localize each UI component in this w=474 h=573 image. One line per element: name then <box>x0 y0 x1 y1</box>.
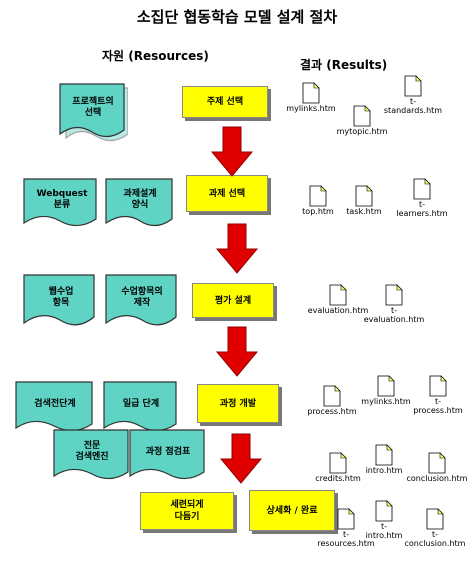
file-t-intro: t- intro.htm <box>358 500 410 540</box>
file-name: t- intro.htm <box>365 522 403 540</box>
document-shape-icon <box>105 178 173 227</box>
resource-project-selection: 프로젝트의 선택 <box>58 82 129 144</box>
file-mylinks-2: mylinks.htm <box>358 375 414 406</box>
file-name: t- conclusion.htm <box>404 530 466 548</box>
document-shape-icon <box>15 381 93 432</box>
down-arrow-icon <box>215 326 259 377</box>
file-process: process.htm <box>302 385 362 416</box>
file-evaluation: evaluation.htm <box>302 284 374 315</box>
results-header: 결과 (Results) <box>300 58 388 72</box>
document-shape-icon <box>129 429 205 480</box>
file-top: top.htm <box>295 185 341 216</box>
file-icon <box>302 82 320 104</box>
resource-label: 수업항목의 제작 <box>121 287 163 308</box>
resource-first-stage: 일급 단계 <box>102 380 180 438</box>
resource-web-lesson-items: 웹수업 항목 <box>22 273 100 333</box>
resource-label: 과제설계 양식 <box>123 189 157 210</box>
file-name: evaluation.htm <box>307 306 369 315</box>
file-name: t- resources.htm <box>317 530 375 548</box>
resource-label: 과정 점검표 <box>145 446 191 457</box>
step-process-development: 과정 개발 <box>197 384 279 423</box>
file-icon <box>329 284 347 306</box>
file-name: mylinks.htm <box>286 104 336 113</box>
resource-label: 일급 단계 <box>122 398 160 409</box>
file-name: intro.htm <box>365 466 403 475</box>
file-name: t- process.htm <box>413 397 463 415</box>
file-icon <box>375 500 393 522</box>
document-shape-icon <box>23 178 97 227</box>
document-shape-icon <box>59 83 129 142</box>
step-evaluation-design: 평가 설계 <box>192 283 274 318</box>
resource-lesson-item-production: 수업항목의 제작 <box>104 273 180 333</box>
file-t-evaluation: t- evaluation.htm <box>358 284 430 324</box>
resources-header: 자원 (Resources) <box>102 49 209 63</box>
file-name: mylinks.htm <box>361 397 411 406</box>
resource-label: 검색전단계 <box>34 398 76 409</box>
file-icon <box>377 375 395 397</box>
step-topic-select: 주제 선택 <box>182 86 268 118</box>
file-icon <box>309 185 327 207</box>
file-t-standards: t- standards.htm <box>380 75 446 115</box>
file-name: t- evaluation.htm <box>363 306 425 324</box>
diagram-title: 소집단 협동학습 모델 설계 절차 <box>136 8 338 26</box>
file-name: t- standards.htm <box>383 97 443 115</box>
file-icon <box>404 75 422 97</box>
document-shape-icon <box>53 429 129 480</box>
file-name: conclusion.htm <box>406 474 468 483</box>
down-arrow-icon <box>215 223 259 274</box>
file-name: top.htm <box>302 207 334 216</box>
document-shape-icon <box>105 274 177 326</box>
step-refine: 세련되게 다듬기 <box>140 492 234 530</box>
file-intro: intro.htm <box>360 444 408 475</box>
resource-task-design-form: 과제설계 양식 <box>104 177 176 233</box>
file-mylinks: mylinks.htm <box>283 82 339 113</box>
document-shape-icon <box>23 274 95 326</box>
file-name: process.htm <box>307 407 357 416</box>
resource-label: 웹수업 항목 <box>48 287 74 308</box>
file-icon <box>337 508 355 530</box>
file-icon <box>428 452 446 474</box>
resource-process-checklist: 과정 점검표 <box>128 428 208 486</box>
file-name: t- learners.htm <box>396 200 448 218</box>
document-shape-icon <box>103 381 177 432</box>
resource-specialized-search-engine: 전문 검색엔진 <box>52 428 132 486</box>
resource-webquest-category: Webquest 분류 <box>22 177 102 233</box>
file-name: credits.htm <box>315 474 361 483</box>
file-task: task.htm <box>340 185 388 216</box>
file-name: task.htm <box>346 207 382 216</box>
file-mytopic: mytopic.htm <box>332 105 392 136</box>
down-arrow-icon <box>219 433 263 484</box>
resource-label: 프로젝트의 선택 <box>72 97 114 118</box>
file-icon <box>385 284 403 306</box>
file-icon <box>323 385 341 407</box>
resource-label: Webquest 분류 <box>36 189 88 210</box>
file-icon <box>426 508 444 530</box>
down-arrow-icon <box>210 126 254 177</box>
file-t-learners: t- learners.htm <box>392 178 452 218</box>
file-icon <box>375 444 393 466</box>
file-icon <box>353 105 371 127</box>
file-icon <box>355 185 373 207</box>
resource-label: 전문 검색엔진 <box>75 441 109 462</box>
file-conclusion: conclusion.htm <box>404 452 470 483</box>
file-t-process: t- process.htm <box>408 375 468 415</box>
file-t-conclusion: t- conclusion.htm <box>400 508 470 548</box>
file-t-resources: t- resources.htm <box>316 508 376 548</box>
file-icon <box>413 178 431 200</box>
file-name: mytopic.htm <box>336 127 388 136</box>
file-credits: credits.htm <box>310 452 366 483</box>
step-task-select: 과제 선택 <box>186 175 268 212</box>
file-icon <box>429 375 447 397</box>
resource-pre-search-stage: 검색전단계 <box>14 380 96 438</box>
file-icon <box>329 452 347 474</box>
step-finalize: 상세화 / 완료 <box>249 490 335 531</box>
